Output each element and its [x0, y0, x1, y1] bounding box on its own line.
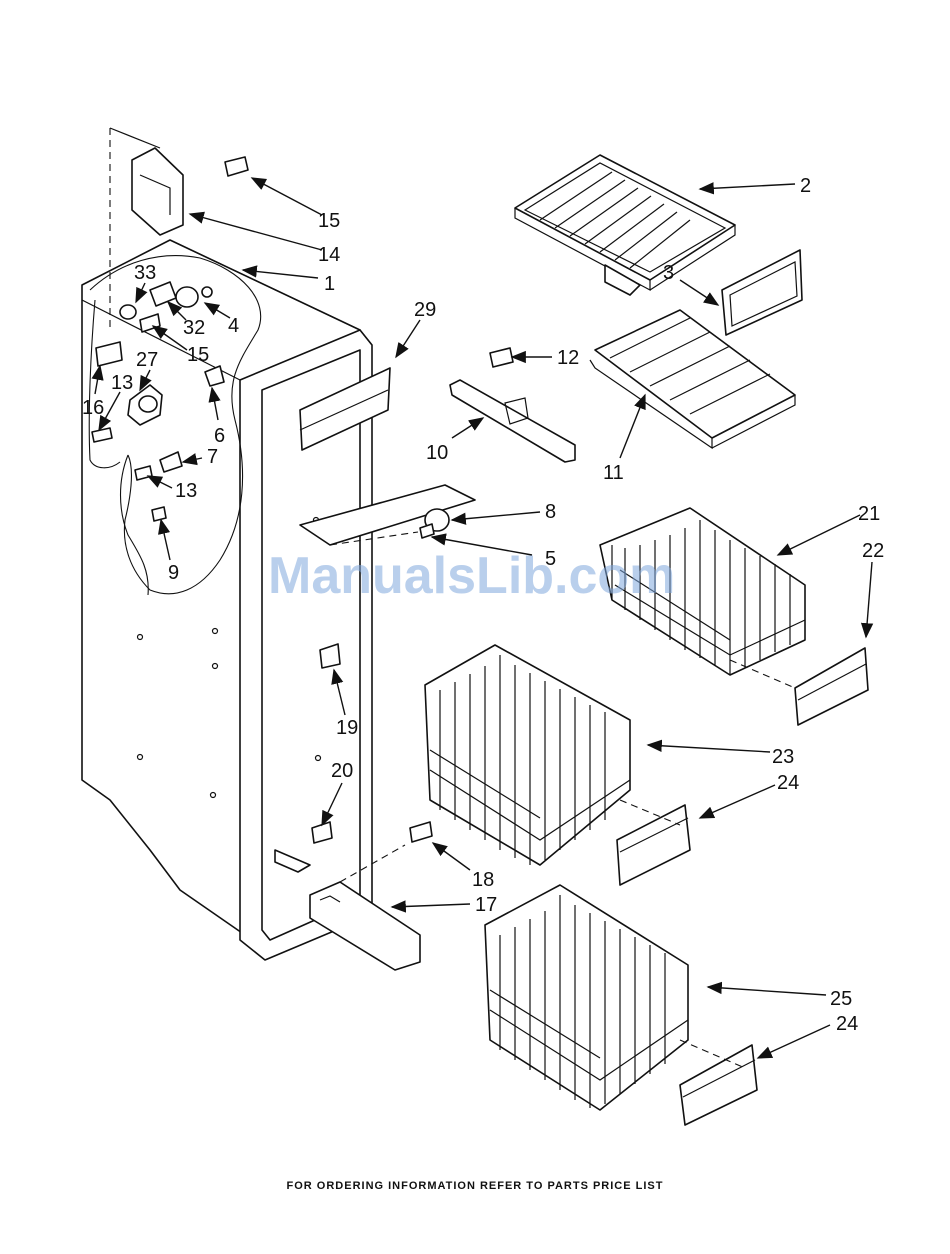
callout-12: 12 [557, 347, 579, 369]
callout-22: 22 [862, 540, 884, 562]
callout-23: 23 [772, 746, 794, 768]
callout-15b: 15 [187, 344, 209, 366]
shelf-trim [722, 250, 802, 335]
glass-shelf [515, 155, 735, 295]
callout-24a: 24 [777, 772, 799, 794]
callout-33: 33 [134, 262, 156, 284]
basket-front-lower [680, 1040, 757, 1125]
lower-basket [485, 885, 688, 1110]
middle-basket [425, 645, 630, 865]
footer-note: FOR ORDERING INFORMATION REFER TO PARTS … [0, 1180, 950, 1192]
callout-14: 14 [318, 244, 340, 266]
callout-3: 3 [663, 262, 674, 284]
callout-11: 11 [603, 462, 624, 484]
callout-13a: 13 [111, 372, 133, 394]
callout-29: 29 [414, 299, 436, 321]
callout-20: 20 [331, 760, 353, 782]
callout-4: 4 [228, 315, 239, 337]
callout-24b: 24 [836, 1013, 858, 1035]
callout-25: 25 [830, 988, 852, 1010]
callout-8: 8 [545, 501, 556, 523]
callout-1: 1 [324, 273, 335, 295]
callout-27: 27 [136, 349, 158, 371]
callout-2: 2 [800, 175, 811, 197]
watermark: ManualsLib.com [268, 547, 675, 605]
basket-front-middle [617, 800, 690, 885]
callout-32: 32 [183, 317, 205, 339]
callout-7: 7 [207, 446, 218, 468]
callout-9: 9 [168, 562, 179, 584]
callout-13b: 13 [175, 480, 197, 502]
callout-19: 19 [336, 717, 358, 739]
callout-17: 17 [475, 894, 497, 916]
callout-18: 18 [472, 869, 494, 891]
callout-10: 10 [426, 442, 448, 464]
callout-6: 6 [214, 425, 225, 447]
callout-16: 16 [82, 397, 104, 419]
wire-shelf [590, 310, 795, 448]
callout-15a: 15 [318, 210, 340, 232]
callout-21: 21 [858, 503, 880, 525]
